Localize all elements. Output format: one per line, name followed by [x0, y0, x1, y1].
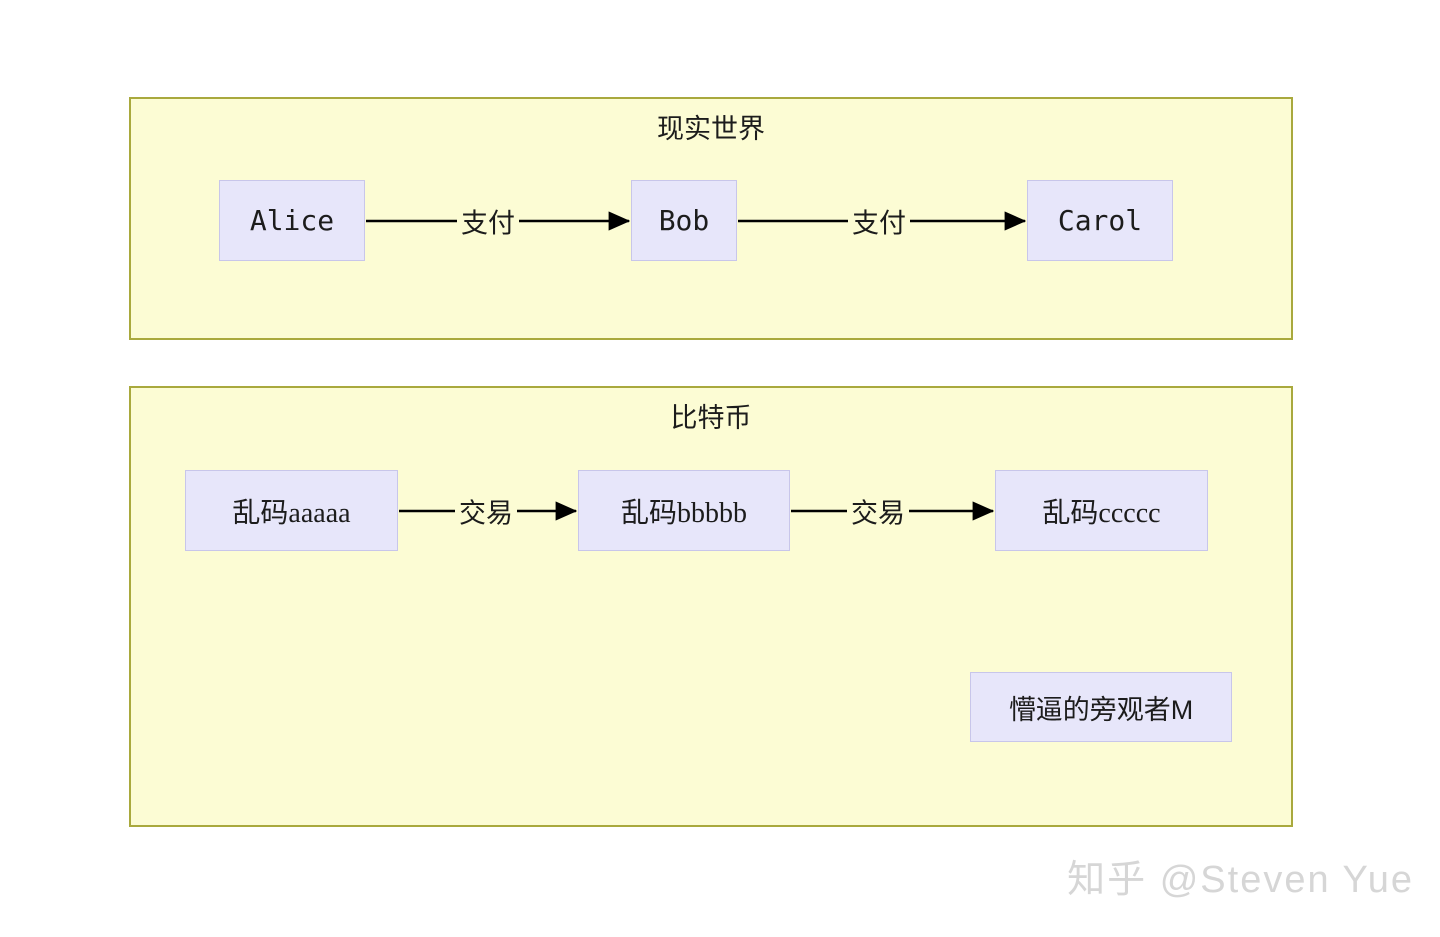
edge-label-hash-b-hash-c: 交易: [847, 491, 909, 531]
node-observer-label: 懵逼的旁观者M: [1008, 694, 1194, 725]
node-observer[interactable]: 懵逼的旁观者M: [970, 672, 1232, 742]
node-hash-c-label: 乱码ccccc: [1042, 497, 1161, 529]
node-hash-c[interactable]: 乱码ccccc: [995, 470, 1208, 551]
node-bob[interactable]: Bob: [631, 180, 737, 261]
node-hash-b-label: 乱码bbbbb: [620, 497, 747, 529]
node-hash-a-label: 乱码aaaaa: [232, 497, 351, 529]
node-hash-a[interactable]: 乱码aaaaa: [185, 470, 398, 551]
node-alice-label: Alice: [249, 204, 335, 237]
node-carol[interactable]: Carol: [1027, 180, 1173, 261]
node-carol-label: Carol: [1057, 204, 1143, 237]
panel-real-world-title: 现实世界: [657, 114, 765, 144]
watermark: 知乎 @Steven Yue: [1067, 859, 1414, 901]
panel-bitcoin: 比特币: [129, 386, 1293, 827]
edge-label-alice-bob: 支付: [457, 201, 519, 241]
panel-bitcoin-title: 比特币: [670, 403, 752, 433]
edge-label-hash-a-hash-b: 交易: [455, 491, 517, 531]
node-hash-b[interactable]: 乱码bbbbb: [578, 470, 790, 551]
node-bob-label: Bob: [658, 204, 710, 237]
edge-label-bob-carol: 支付: [848, 201, 910, 241]
node-alice[interactable]: Alice: [219, 180, 365, 261]
